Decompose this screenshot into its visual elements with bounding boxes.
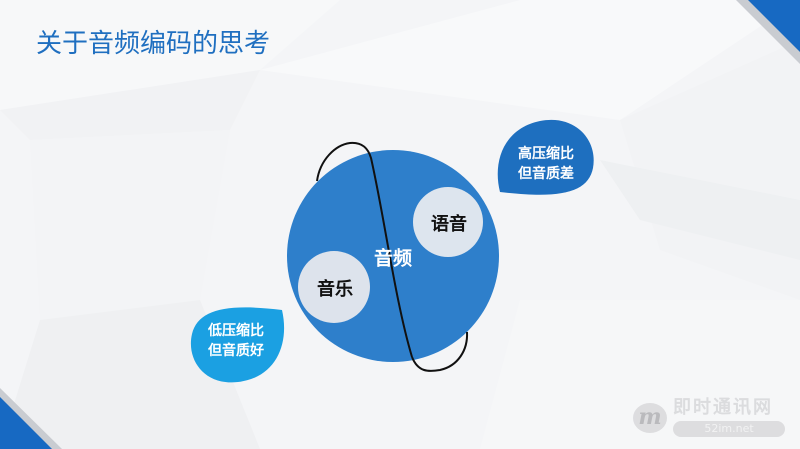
corner-accent-bottom-left [0,397,52,449]
page-title: 关于音频编码的思考 [36,29,271,59]
boundary-ring-bottom [411,331,469,372]
corner-accent-top-right [748,0,800,52]
music-circle [298,251,370,323]
callout-high-compression: 高压缩比 但音质差 [518,144,574,184]
callout-high-line1: 高压缩比 [518,146,574,162]
watermark-name: 即时通讯网 [673,397,773,418]
speech-label: 语音 [431,214,467,235]
callout-low-line1: 低压缩比 [208,323,264,339]
audio-label: 音频 [373,247,413,270]
speech-circle [413,187,483,257]
watermark-logo-icon: m [633,403,667,433]
callout-low-compression: 低压缩比 但音质好 [208,321,264,361]
boundary-ring-top [316,141,413,358]
watermark: m 即时通讯网 52im.net [633,397,793,441]
watermark-url: 52im.net [673,421,785,437]
callout-high-line2: 但音质差 [518,166,574,182]
callout-low-compression-shape [190,307,285,383]
callout-high-compression-shape [497,119,594,195]
callout-low-line2: 但音质好 [208,343,264,359]
music-label: 音乐 [317,279,353,300]
